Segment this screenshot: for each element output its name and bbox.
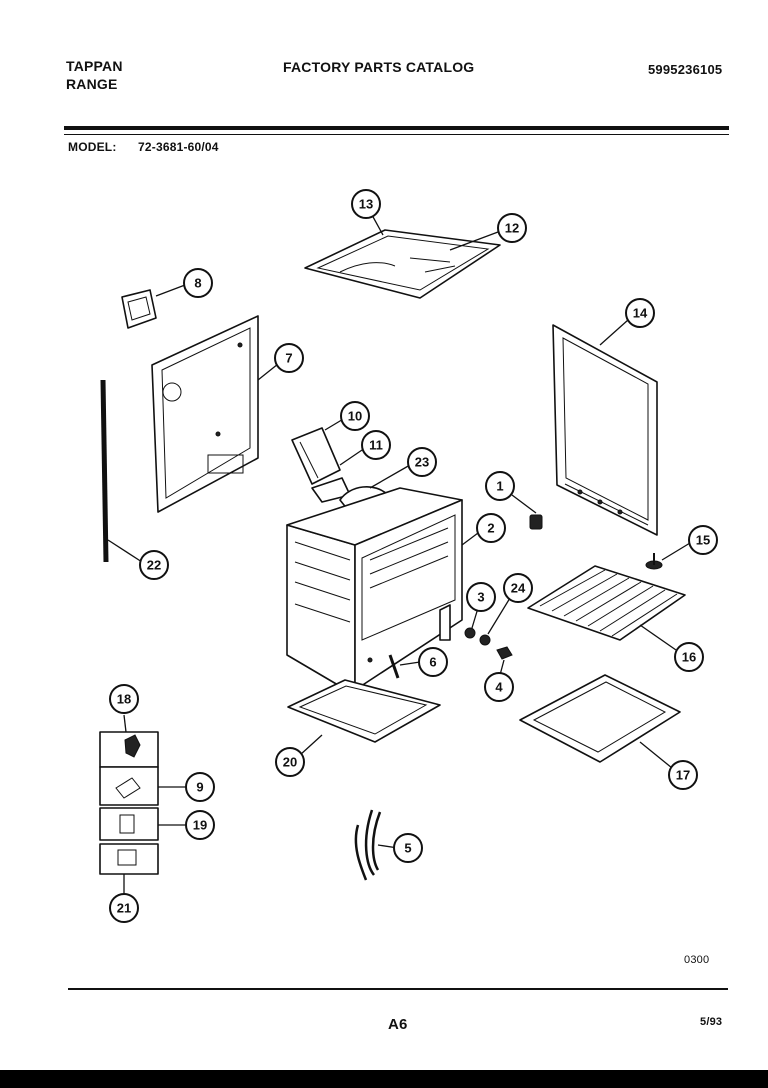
oven-rack [527,565,686,651]
callout-17: 17 [668,760,698,790]
broiler-pan [519,674,681,769]
callout-14: 14 [625,298,655,328]
product-type: RANGE [66,76,118,92]
accessory-boxes [99,714,186,895]
svg-text:10: 10 [348,409,362,424]
svg-text:19: 19 [193,818,207,833]
bracket-part [121,284,186,329]
callout-21: 21 [109,893,139,923]
oven-door [552,319,658,536]
svg-text:18: 18 [117,692,131,707]
svg-text:23: 23 [415,455,429,470]
svg-text:21: 21 [117,901,131,916]
scan-edge [0,1070,768,1088]
svg-text:6: 6 [429,655,436,670]
callout-20: 20 [275,747,305,777]
svg-text:9: 9 [196,780,203,795]
callout-1: 1 [485,471,515,501]
svg-text:13: 13 [359,197,373,212]
callout-16: 16 [674,642,704,672]
hinge-pin [367,654,421,679]
callout-4: 4 [484,672,514,702]
rear-panel [151,315,279,513]
callout-9: 9 [185,772,215,802]
footer-code: 0300 [684,954,710,966]
callout-12: 12 [497,213,527,243]
svg-text:2: 2 [487,521,494,536]
svg-text:14: 14 [633,306,648,321]
svg-text:17: 17 [676,768,690,783]
callout-24: 24 [503,573,533,603]
callout-6: 6 [418,647,448,677]
svg-text:3: 3 [477,590,484,605]
header-rule-thick [64,126,729,130]
callout-22: 22 [139,550,169,580]
svg-text:1: 1 [496,479,503,494]
svg-text:22: 22 [147,558,161,573]
cooktop-panel [304,214,501,299]
model-number: 72-3681-60/04 [138,140,219,154]
brand-name: TAPPAN [66,58,123,74]
knob-part [511,494,543,530]
svg-text:4: 4 [495,680,503,695]
footer-rule [68,988,728,990]
callout-7: 7 [274,343,304,373]
svg-text:7: 7 [285,351,292,366]
catalog-date: 5/93 [700,1016,723,1028]
callout-2: 2 [476,513,506,543]
oven-body [286,487,483,696]
spring-part [645,542,691,570]
callout-8: 8 [183,268,213,298]
svg-text:11: 11 [369,438,383,453]
svg-text:15: 15 [696,533,710,548]
page-number: A6 [388,1016,408,1033]
svg-text:8: 8 [194,276,201,291]
callout-5: 5 [393,833,423,863]
trim-strip [100,379,143,563]
callout-10: 10 [340,401,370,431]
small-hardware [464,597,513,676]
model-label: MODEL: [68,140,117,154]
callout-23: 23 [407,447,437,477]
svg-text:12: 12 [505,221,519,236]
catalog-number: 5995236105 [648,62,723,77]
svg-text:24: 24 [511,581,526,596]
callout-13: 13 [351,189,381,219]
header-rule-thin [64,134,729,135]
wire-part [354,809,399,881]
bottom-panel [287,679,441,756]
callout-18: 18 [109,684,139,714]
svg-text:20: 20 [283,755,297,770]
svg-text:16: 16 [682,650,696,665]
catalog-title: FACTORY PARTS CATALOG [283,59,475,75]
callout-3: 3 [466,582,496,612]
svg-text:5: 5 [404,841,411,856]
callout-11: 11 [361,430,391,460]
callout-15: 15 [688,525,718,555]
callout-19: 19 [185,810,215,840]
